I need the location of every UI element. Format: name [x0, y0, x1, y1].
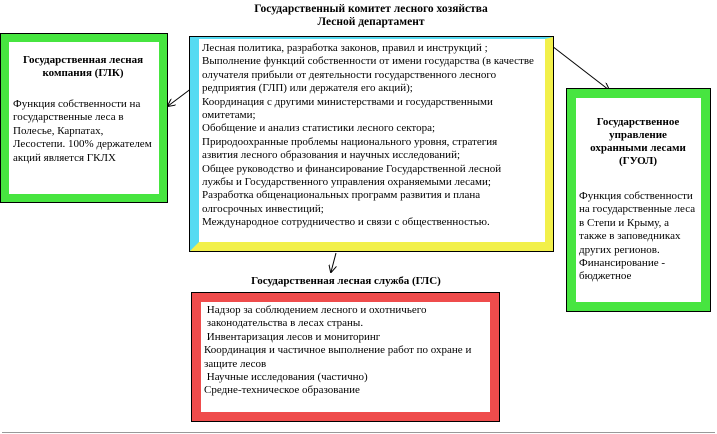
center-line: Природоохранные проблемы национального у…: [202, 135, 498, 148]
center-line: Координация с другими министерствами и г…: [202, 95, 493, 108]
center-title-line-1: Государственный комитет лесного хозяйств…: [254, 3, 488, 15]
state-forest-company-box: Государственная лесная компания (ГЛК) Фу…: [0, 33, 168, 203]
page-edge-line: [2, 432, 715, 433]
right-box-title: Государственное управление охранными лес…: [590, 116, 686, 167]
forest-service-box: Надзор за соблюдением лесного и охотничь…: [191, 292, 500, 422]
left-box-text: Функция собственности на государственные…: [13, 98, 152, 164]
bottom-line: Научные исследования (частично): [204, 371, 368, 384]
center-line: омитетами;: [202, 109, 256, 122]
center-line: олучателя прибыли от деятельности госуда…: [202, 68, 497, 81]
center-line: Общее руководство и финансирование Госуд…: [202, 162, 502, 175]
center-line: азвития лесного образования и научных ис…: [202, 149, 461, 162]
arrow-to-right-box: [551, 45, 609, 90]
center-line: Выполнение функций собственности от имен…: [202, 55, 534, 68]
center-line: Международное сотрудничество и связи с о…: [202, 216, 490, 229]
protected-forests-box: Государственное управление охранными лес…: [566, 88, 711, 312]
center-line: Обобщение и анализ статистики лесного се…: [202, 122, 436, 135]
center-title-line-2: Лесной департамент: [317, 16, 425, 28]
center-line: Лесная политика, разработка законов, пра…: [202, 42, 488, 54]
center-title: Государственный комитет лесного хозяйств…: [190, 3, 552, 29]
center-line: олгосрочных инвестиций;: [202, 202, 324, 215]
bottom-line: Координация и частичное выполнение работ…: [204, 344, 472, 357]
bottom-line: защите лесов: [204, 357, 267, 370]
center-line: Разработка общенациональных программ раз…: [202, 189, 481, 202]
left-box-title: Государственная лесная компания (ГЛК): [22, 54, 144, 79]
center-line: редприятия (ГЛП) или держателя его акций…: [202, 82, 413, 95]
bottom-line: Инвентаризация лесов и мониторинг: [204, 330, 381, 343]
bottom-line: законодательства в лесах страны.: [204, 317, 364, 330]
center-line: лужбы и Государственного управления охра…: [202, 176, 491, 189]
ministry-functions-box: Лесная политика, разработка законов, пра…: [189, 36, 554, 252]
right-box-text: Функция собственности на государственные…: [579, 190, 696, 283]
arrow-to-bottom-box: [331, 252, 336, 272]
forest-service-title: Государственная лесная служба (ГЛС): [251, 275, 441, 287]
bottom-line: Надзор за соблюдением лесного и охотничь…: [204, 304, 427, 316]
bottom-line: Средне-техническое образование: [204, 384, 360, 397]
